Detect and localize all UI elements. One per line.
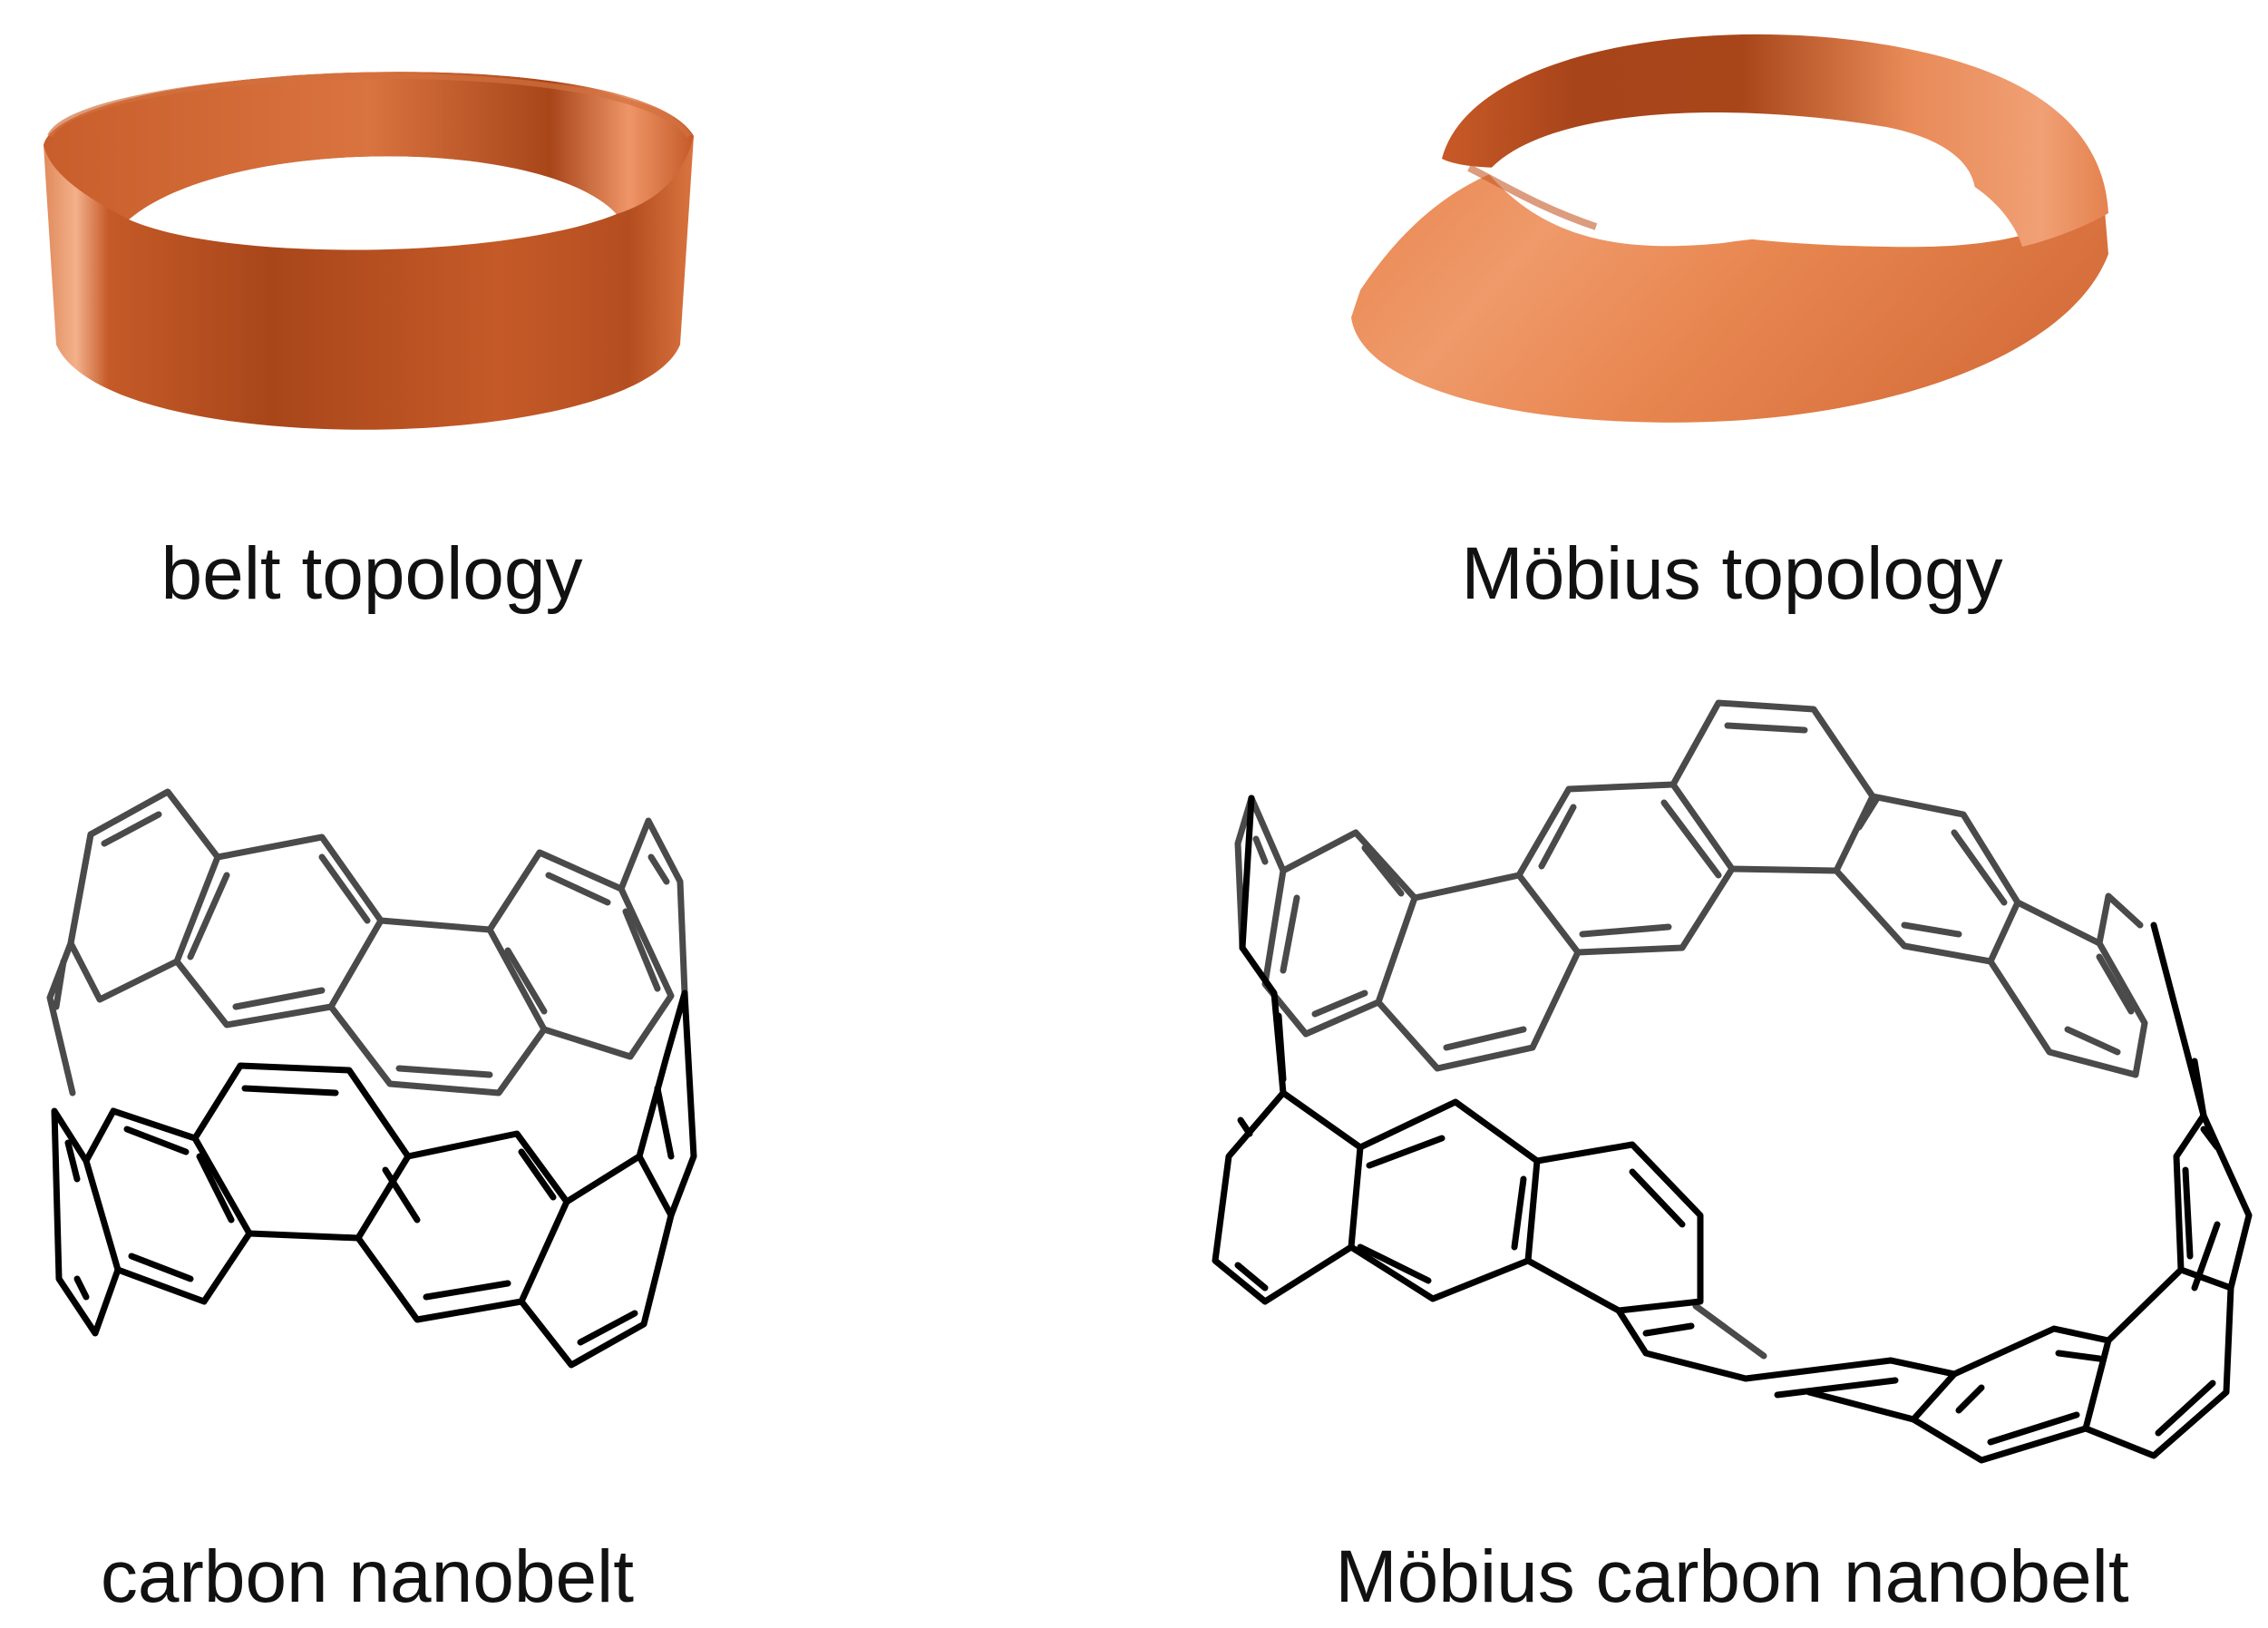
nanobelt-front-rings: [51, 989, 697, 1369]
mobius-front-rings: [1212, 795, 2253, 1464]
mobius-ribbon-illustration: [1351, 34, 2108, 423]
caption-belt-topology: belt topology: [161, 532, 583, 615]
nanobelt-back-rings: [46, 788, 688, 1097]
belt-ribbon-illustration: [44, 72, 694, 430]
caption-mobius-carbon-nanobelt: Möbius carbon nanobelt: [1335, 1535, 2129, 1618]
mobius-back-rings: [1234, 699, 2148, 1360]
caption-mobius-topology: Möbius topology: [1461, 532, 2003, 615]
caption-carbon-nanobelt: carbon nanobelt: [100, 1535, 635, 1618]
mobius-nanobelt-structure: [1212, 699, 2253, 1464]
carbon-nanobelt-structure: [46, 788, 697, 1369]
